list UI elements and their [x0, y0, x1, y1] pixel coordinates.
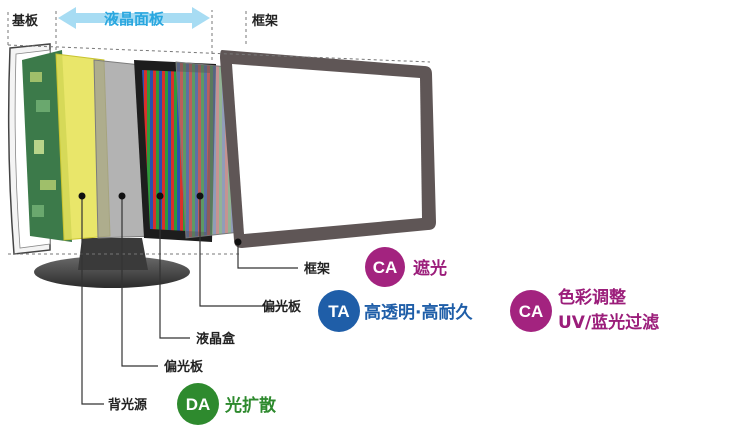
ca-feature-line2: UV/蓝光过滤 [558, 312, 659, 333]
monitor-stand [34, 238, 190, 288]
svg-text:TA: TA [328, 302, 349, 321]
ca-feature-line1: 色彩调整 [558, 287, 626, 308]
lc-panel-span-arrow [58, 7, 210, 29]
frame-feature-text: 遮光 [413, 258, 447, 279]
leader-dots [78, 192, 242, 246]
da-feature-text: 光扩散 [224, 395, 277, 416]
svg-text:CA: CA [373, 258, 398, 277]
svg-text:CA: CA [519, 302, 544, 321]
leader-lines [81, 196, 298, 405]
frame-top-label: 框架 [252, 13, 278, 29]
da-badge: DA [177, 383, 219, 425]
dashed-guides [7, 10, 431, 255]
rear-polarizer-callout-label: 偏光板 [164, 359, 204, 375]
backlight-callout-label: 背光源 [108, 397, 147, 413]
svg-text:DA: DA [186, 395, 211, 414]
ta-badge: TA [318, 290, 360, 332]
lc-panel-top-label: 液晶面板 [104, 10, 165, 28]
front-polarizer-callout-label: 偏光板 [262, 299, 302, 315]
ta-feature-text: 高透明·高耐久 [364, 302, 472, 323]
substrate-top-label: 基板 [11, 13, 39, 29]
frame-layer [220, 50, 436, 248]
frame-callout-label: 框架 [304, 261, 330, 277]
ca-badge-polarizer: CA [510, 290, 552, 332]
lc-cell-callout-label: 液晶盒 [196, 331, 236, 347]
ca-badge-frame: CA [365, 247, 405, 287]
